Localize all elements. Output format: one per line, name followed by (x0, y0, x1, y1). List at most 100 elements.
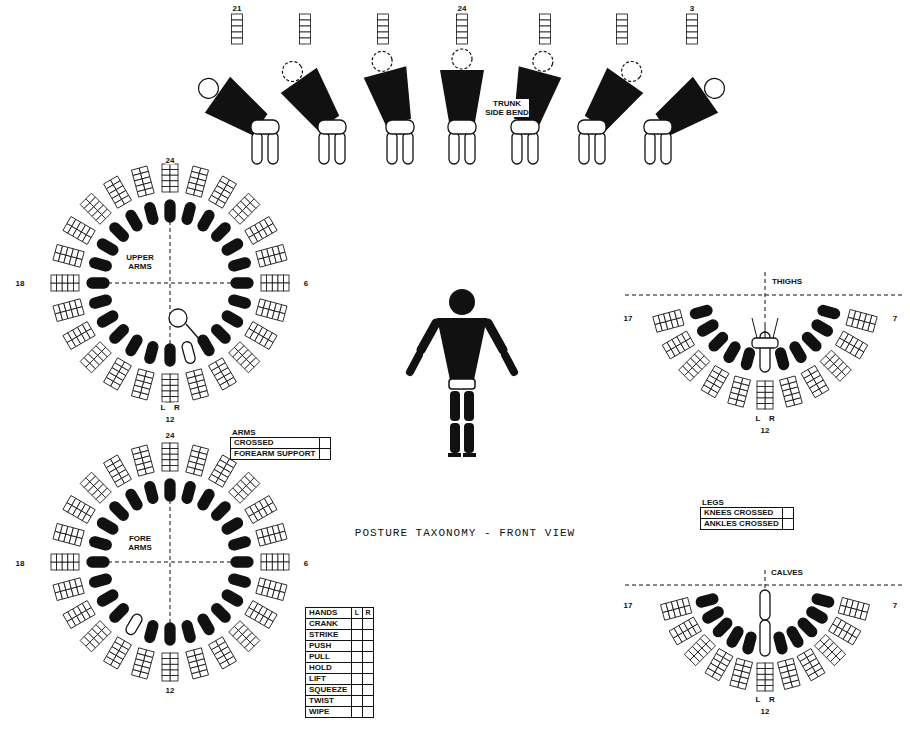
rating-grid (51, 275, 79, 291)
grid-cell (170, 460, 178, 466)
rating-grid (63, 322, 95, 350)
rating-grid (104, 176, 132, 208)
limb-segment (181, 341, 196, 365)
grid-cell (170, 664, 178, 670)
posture-position (194, 611, 237, 669)
posture-position (219, 217, 277, 260)
trunk-figure (269, 51, 347, 164)
limb-segment (124, 488, 144, 512)
grid-cell (378, 38, 389, 44)
rating-grid (669, 617, 701, 645)
rating-grid (162, 374, 178, 402)
grid-cell (170, 465, 178, 471)
grid-cell (170, 170, 178, 176)
posture-position (194, 332, 237, 390)
grid-cell (829, 624, 838, 634)
side-letter: R (769, 695, 775, 704)
rating-grid (728, 376, 751, 407)
grid-cell (757, 669, 765, 675)
grid-cell (62, 275, 68, 283)
axis-line (765, 272, 766, 318)
leg (268, 132, 278, 164)
rating-grid (661, 597, 692, 620)
head (618, 58, 646, 86)
rating-grid (617, 14, 628, 44)
grid-cell (765, 403, 773, 409)
rating-grid (653, 310, 684, 333)
rating-grid (797, 649, 825, 681)
grid-cell (209, 362, 219, 371)
posture-position (53, 291, 113, 321)
trunk-figure (577, 51, 655, 164)
leg (319, 132, 329, 164)
head (169, 309, 187, 327)
rating-grid (245, 217, 277, 245)
posture-position (80, 320, 132, 372)
rating-grid (777, 658, 800, 689)
rating-grid (80, 472, 111, 503)
grid-cell (162, 460, 170, 466)
grid-cell (540, 38, 551, 44)
grid-cell (102, 209, 112, 219)
limb-segment (220, 309, 244, 329)
leg (465, 132, 475, 164)
rating-grid (63, 601, 95, 629)
position-number: 12 (166, 686, 175, 695)
grid-cell (162, 175, 170, 181)
grid-cell (162, 659, 170, 665)
posture-position (162, 164, 178, 222)
head (452, 49, 472, 69)
trunk (358, 46, 419, 128)
grid-cell (272, 275, 278, 283)
grid-cell (194, 190, 203, 197)
grid-cell (757, 392, 765, 398)
rating-grid (104, 637, 132, 669)
rating-grid (229, 342, 260, 373)
limb-segment (181, 620, 196, 644)
grid-cell (232, 26, 243, 32)
grid-cell (68, 562, 74, 570)
grid-cell (687, 38, 698, 44)
grid-cell (102, 488, 112, 498)
grid-cell (73, 554, 79, 562)
limb-segment (89, 257, 113, 272)
grid-cell (170, 175, 178, 181)
grid-cell (51, 554, 57, 562)
grid-cell (249, 514, 258, 524)
position-number: 17 (624, 601, 633, 610)
limb-segment (96, 309, 120, 329)
grid-cell (617, 14, 628, 20)
limb-segment (810, 318, 834, 338)
rating-grid (838, 597, 869, 620)
check-box (782, 518, 794, 530)
posture-position (162, 623, 178, 681)
grid-cell (797, 653, 807, 662)
posture-position (219, 496, 277, 539)
grid-cell (765, 680, 773, 686)
trunk (577, 51, 655, 136)
limb-segment (722, 340, 742, 364)
grid-cell (734, 376, 743, 383)
trunk-grid (300, 14, 311, 44)
part-label: THIGHS (772, 277, 802, 286)
grid-cell (757, 674, 765, 680)
grid-cell (194, 469, 203, 476)
part-label: TRUNK SIDE BEND (485, 99, 529, 117)
grid-cell (540, 26, 551, 32)
checklist-table: LEGSKNEES CROSSEDANKLES CROSSED (700, 498, 794, 530)
grid-cell (258, 258, 265, 267)
grid-cell (687, 20, 698, 26)
rating-grid (701, 365, 729, 397)
trunk-grid (687, 14, 698, 44)
grid-cell (62, 554, 68, 562)
grid-cell (757, 680, 765, 686)
rating-grid (245, 601, 277, 629)
grid-cell (73, 562, 79, 570)
position-number: 24 (166, 431, 175, 440)
grid-cell (162, 380, 170, 386)
grid-cell (162, 443, 170, 449)
pelvis (578, 120, 606, 134)
position-number: 6 (304, 279, 308, 288)
grid-cell (122, 474, 132, 483)
grid-cell (51, 275, 57, 283)
